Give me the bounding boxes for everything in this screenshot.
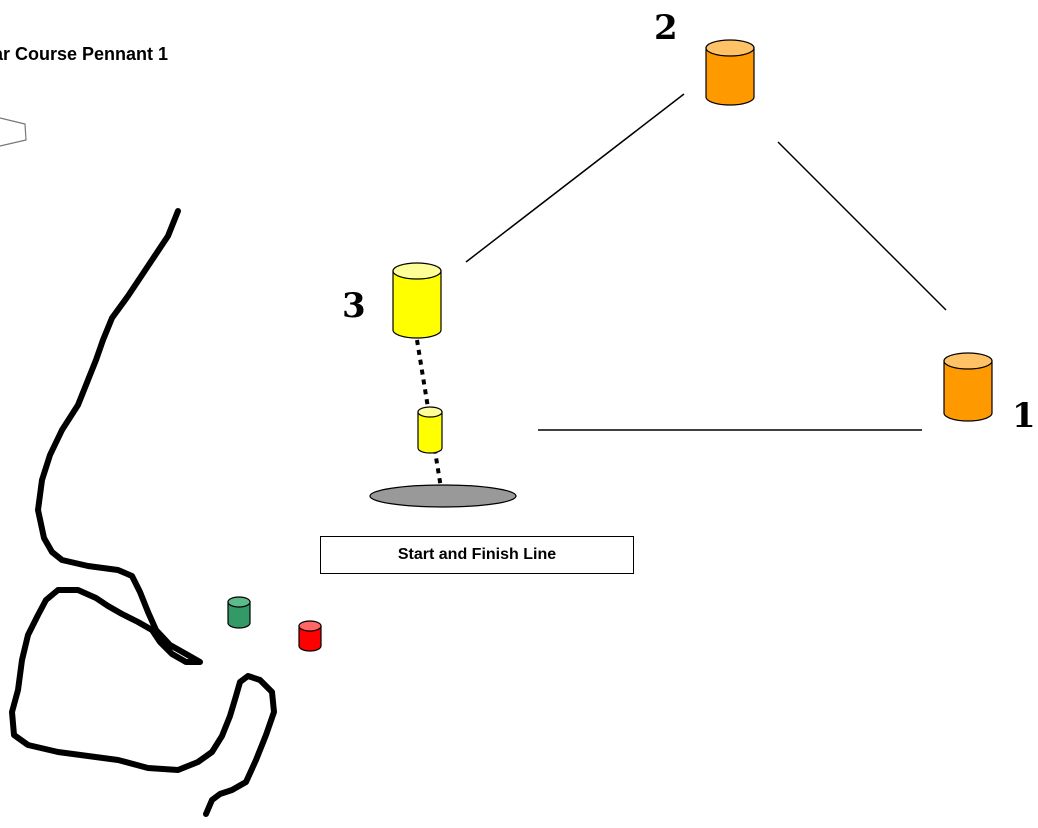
pennant-shape	[0, 117, 27, 147]
mark-3-label: 3	[342, 286, 366, 326]
start-area	[369, 484, 517, 508]
start-finish-text: Start and Finish Line	[397, 546, 557, 563]
course-title: lar Course Pennant 1	[0, 44, 169, 64]
mark-3-buoy	[392, 262, 442, 339]
leg-3-to-2	[465, 93, 685, 263]
start-finish-label: Start and Finish Line	[320, 536, 634, 574]
shoreline	[9, 208, 277, 817]
mark-1-label: 1	[1012, 396, 1036, 436]
start-pin-buoy	[417, 406, 443, 454]
green-channel-buoy	[227, 596, 251, 629]
red-channel-buoy	[298, 620, 322, 652]
mark-2-label: 2	[654, 8, 678, 48]
mark-1-buoy	[943, 352, 993, 422]
leg-2-to-1	[777, 141, 947, 311]
mark-2-buoy	[705, 39, 755, 106]
